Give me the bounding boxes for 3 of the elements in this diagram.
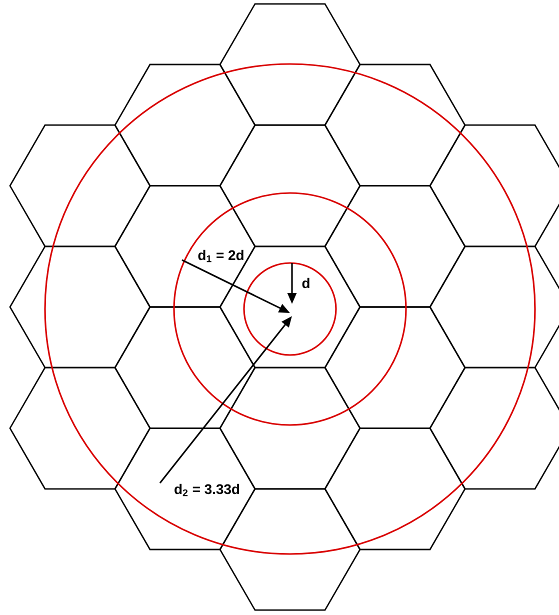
dimension-label: d$_{1}$ = 2d xyxy=(198,250,244,262)
dimension-label: d$_{2}$ = 3.33d xyxy=(174,484,240,496)
dimension-label: d xyxy=(302,278,310,288)
